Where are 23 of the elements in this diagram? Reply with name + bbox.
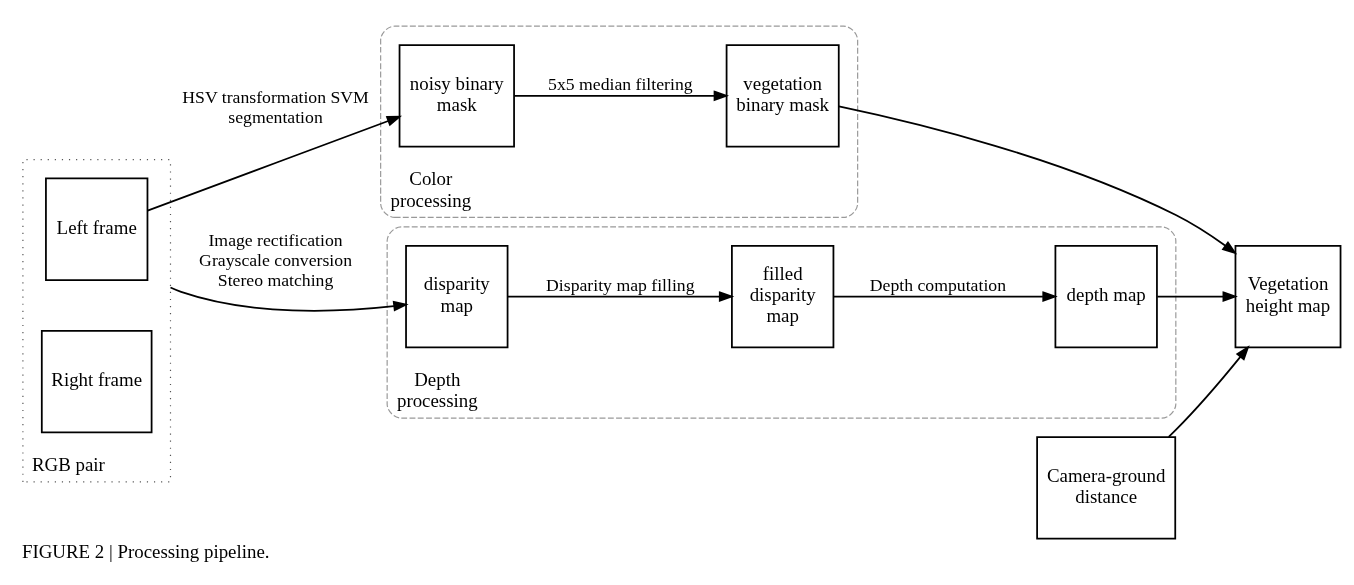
arrow	[1156, 290, 1238, 302]
node-box: disparity map	[405, 244, 509, 348]
node-box: vegetation binary mask	[725, 43, 840, 147]
node-box: noisy binary mask	[398, 43, 515, 147]
node-box: filled disparity map	[731, 244, 835, 348]
node-box: Camera-ground distance	[1036, 435, 1177, 539]
edge-label: HSV transformation SVM segmentation	[182, 86, 369, 127]
arrow	[513, 89, 729, 101]
edge-label: 5x5 median filtering	[548, 73, 693, 94]
node-box: Left frame	[45, 177, 149, 281]
arrow	[169, 286, 409, 312]
arrow	[832, 290, 1058, 302]
arrow	[506, 290, 735, 302]
edge-label: Disparity map filling	[546, 274, 695, 295]
node-box: Right frame	[40, 329, 153, 433]
node-box: depth map	[1054, 244, 1158, 348]
arrow	[838, 105, 1238, 254]
edge-label: Image rectification Grayscale conversion Stereo matching	[199, 229, 353, 290]
node-box: Vegetation height map	[1234, 244, 1342, 348]
caption: FIGURE 2 | Processing pipeline.	[21, 540, 270, 562]
arrow	[146, 115, 403, 212]
edge-label: Depth computation	[869, 274, 1007, 295]
arrow	[1167, 344, 1250, 438]
